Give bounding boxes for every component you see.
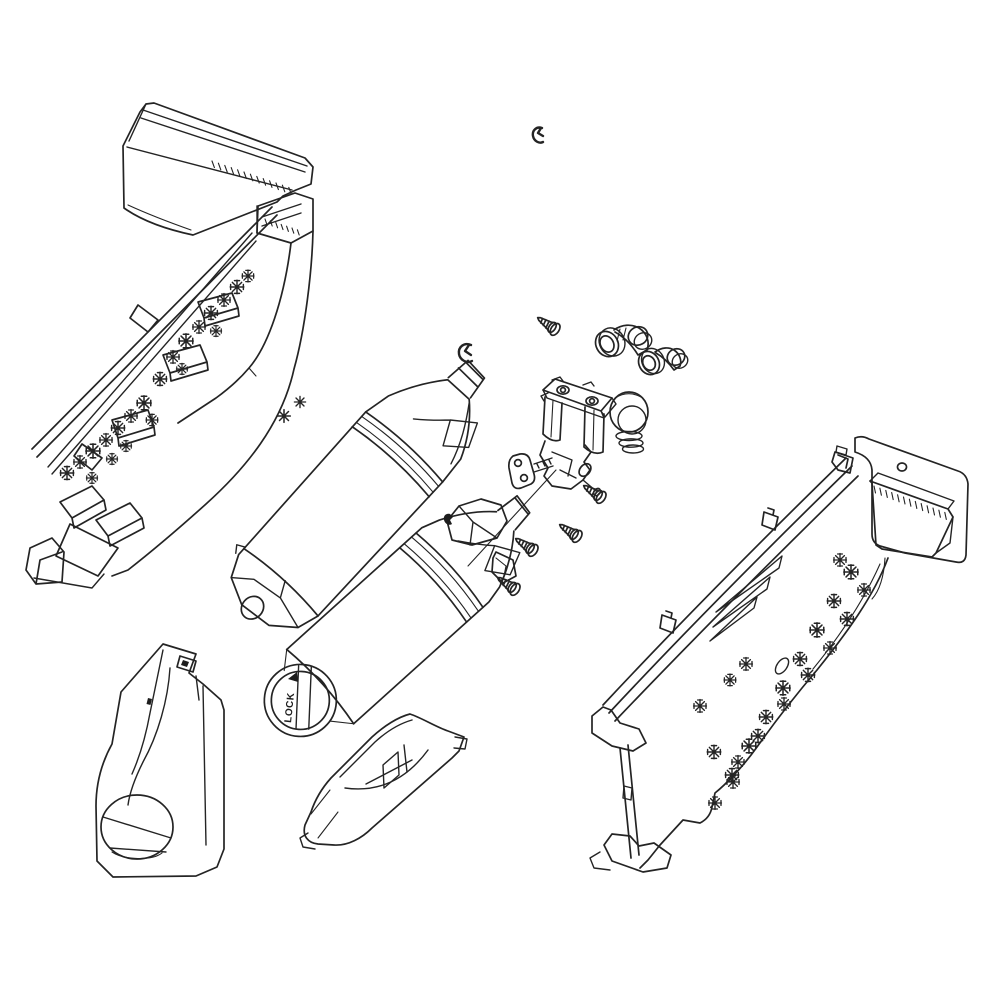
- filter-drip-tray: [299, 713, 468, 850]
- elbow-push-fitting-2: [637, 347, 689, 376]
- left-housing-channel: [25, 192, 314, 589]
- elbow-push-fitting-1: [594, 324, 653, 358]
- right-housing-panel: [589, 445, 889, 873]
- water-inlet-valve: [467, 376, 649, 567]
- filter-head-latch: [443, 498, 517, 584]
- star-perforations: [692, 552, 872, 811]
- filter-lock-cap: LOCK: [283, 672, 298, 723]
- damper-housing-box: [854, 435, 969, 564]
- retaining-e-clip-filter: [457, 342, 474, 364]
- water-filter-cartridge-2: [263, 494, 531, 738]
- water-filter-cartridge-1: [230, 359, 486, 629]
- top-cover-panel: [122, 102, 314, 236]
- valve-mounting-plate: [507, 453, 536, 490]
- lock-label: LOCK: [283, 692, 297, 724]
- filter-mounting-bracket: [95, 643, 225, 878]
- retaining-e-clip-top: [531, 126, 545, 144]
